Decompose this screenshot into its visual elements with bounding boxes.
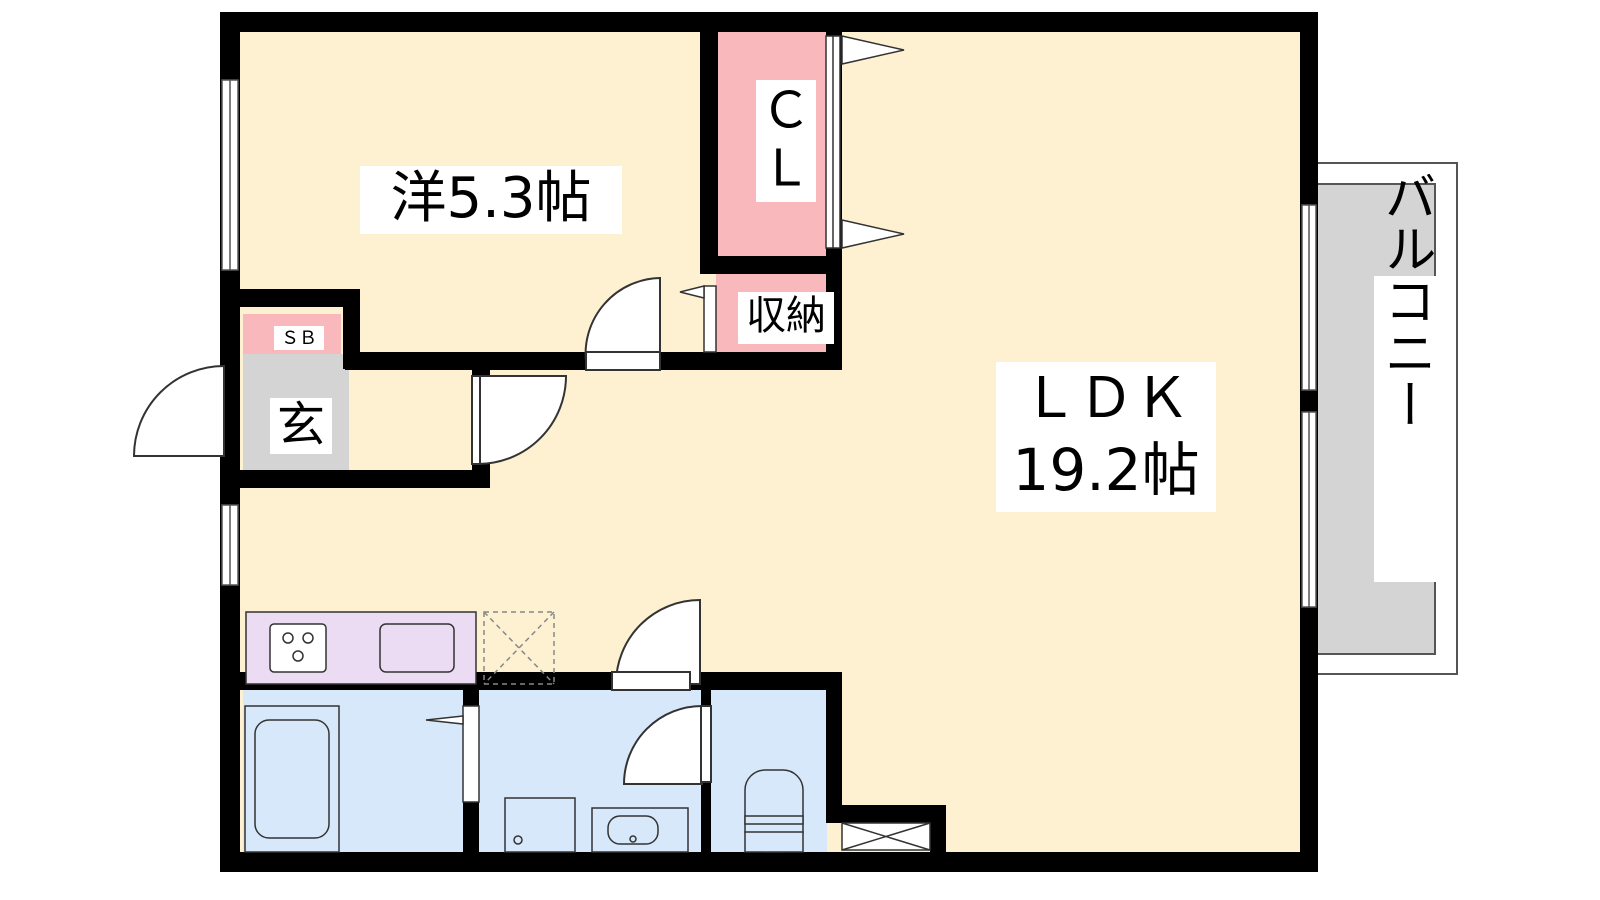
closet-doors [425, 35, 905, 803]
doors [132, 276, 712, 785]
shoe-box-label: ＳＢ [281, 328, 317, 349]
ldk-size-label: 19.2帖 [1012, 436, 1199, 504]
toilet-door [622, 704, 703, 785]
kitchen [245, 611, 555, 685]
western-room-label: 洋5.3帖 [390, 166, 591, 231]
closet-label-top: Ｃ [761, 82, 811, 140]
front-door [132, 364, 225, 457]
sink-icon [379, 623, 455, 673]
entrance-label: 玄 [277, 397, 325, 453]
fridge-space [483, 611, 555, 685]
ldk-label: ＬＤＫ [1022, 366, 1190, 431]
windows [221, 79, 1317, 608]
labels: 洋5.3帖 Ｃ Ｌ 収納 ＳＢ 玄 ＬＤＫ 19.2帖 バルコニー [270, 80, 1436, 582]
entrance-inner-door [477, 375, 568, 466]
stove-icon [269, 623, 327, 673]
storage-label: 収納 [746, 293, 826, 339]
wet-fixtures [244, 705, 931, 853]
closet-label-bottom: Ｌ [761, 140, 811, 198]
balcony-label: バルコニー [1375, 170, 1435, 430]
